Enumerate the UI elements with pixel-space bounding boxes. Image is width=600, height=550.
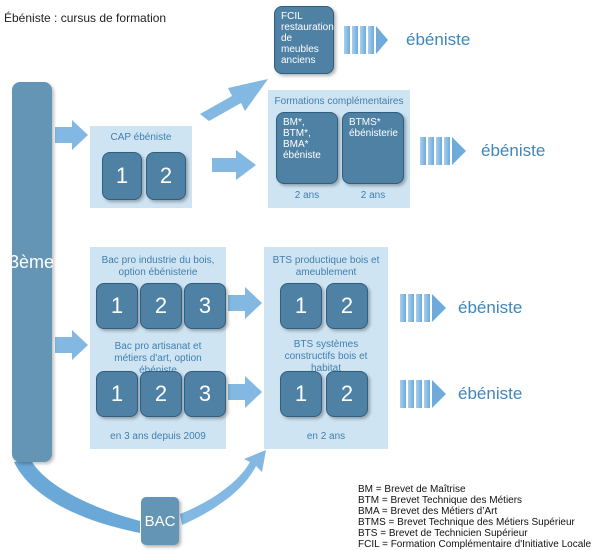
bac-pro-1-year-1: 1 [96,283,138,329]
curve-bac-to-bts [180,450,266,525]
bts-label-1: BTS productique bois et ameublement [272,255,380,278]
bts-panel: BTS productique bois et ameublement 1 2 … [264,247,388,449]
btms-box: BTMS* ébénisterie [342,112,404,184]
bac-pro-2-year-3: 3 [184,371,226,417]
outcome-arrow-2 [420,137,466,165]
fcil-box: FCIL restauration de meubles anciens [274,6,334,74]
bac-pro-label-1: Bac pro industrie du bois, option ébénis… [101,255,215,278]
page-title: Ébéniste : cursus de formation [4,11,167,25]
level-3eme-column: 3ème [9,82,55,462]
bts-1-year-1: 1 [280,283,322,329]
arrow-to-bts-1 [228,287,262,319]
bac-pro-panel: Bac pro industrie du bois, option ébénis… [90,247,226,449]
bac-pro-footer: en 3 ans depuis 2009 [110,431,206,442]
arrow-to-bac-pro [55,330,88,360]
bm-btm-bma-label: BM*, BTM*, BMA* ébéniste [283,117,321,161]
cap-label: CAP ébéniste [110,132,172,143]
bac-pro-1-year-2: 2 [140,283,182,329]
legend: BM = Brevet de Maîtrise BTM = Brevet Tec… [358,484,591,550]
curve-to-bac [14,458,140,533]
fcil-label: FCIL restauration de meubles anciens [281,11,334,66]
btms-label: BTMS* ébénisterie [349,117,398,139]
cap-panel: CAP ébéniste 1 2 [90,126,192,208]
arrow-to-fcil [200,79,268,121]
level-3eme-label: 3ème [9,252,55,272]
legend-item: BM = Brevet de Maîtrise [358,484,466,495]
legend-item: BTS = Brevet de Technicien Supérieur [358,528,528,539]
arrow-to-formations [212,150,256,180]
bac-pro-1-year-3: 3 [184,283,226,329]
outcome-arrow-1 [344,26,388,54]
bac-pro-2-year-2: 2 [140,371,182,417]
outcome-label-bts-1: ébéniste [458,298,523,317]
outcome-arrow-3 [400,294,446,322]
bac-pro-2-year-1: 1 [96,371,138,417]
bts-1-year-2: 2 [326,283,368,329]
outcome-label-formations: ébéniste [481,141,546,160]
legend-item: BTMS = Brevet Technique des Métiers Supé… [358,517,575,528]
outcome-arrow-4 [400,380,446,408]
duration-btms: 2 ans [360,190,386,201]
formations-complementaires-panel: Formations complémentaires BM*, BTM*, BM… [268,90,410,208]
bts-label-2: BTS systèmes constructifs bois et habita… [284,339,368,374]
bm-btm-bma-box: BM*, BTM*, BMA* ébéniste [276,112,338,184]
duration-bm: 2 ans [294,190,320,201]
cap-year-2: 2 [146,152,186,200]
arrow-to-cap [55,120,88,150]
legend-item: BMA = Brevet des Métiers d’Art [358,506,498,517]
bts-2-year-2: 2 [326,371,368,417]
bts-2-year-1: 1 [280,371,322,417]
legend-item: BTM = Brevet Technique des Métiers [358,495,523,506]
outcome-label-fcil: ébéniste [406,30,471,49]
outcome-label-bts-2: ébéniste [458,384,523,403]
bac-box: BAC [141,497,179,545]
cap-year-1: 1 [102,152,142,200]
bac-pro-label-2: Bac pro artisanat et métiers d'art, opti… [114,341,202,376]
bts-footer: en 2 ans [306,431,346,442]
formations-label: Formations complémentaires [274,96,404,107]
arrow-to-bts-2 [228,376,262,408]
legend-item: FCIL = Formation Complémentaire d'Initia… [358,539,592,550]
